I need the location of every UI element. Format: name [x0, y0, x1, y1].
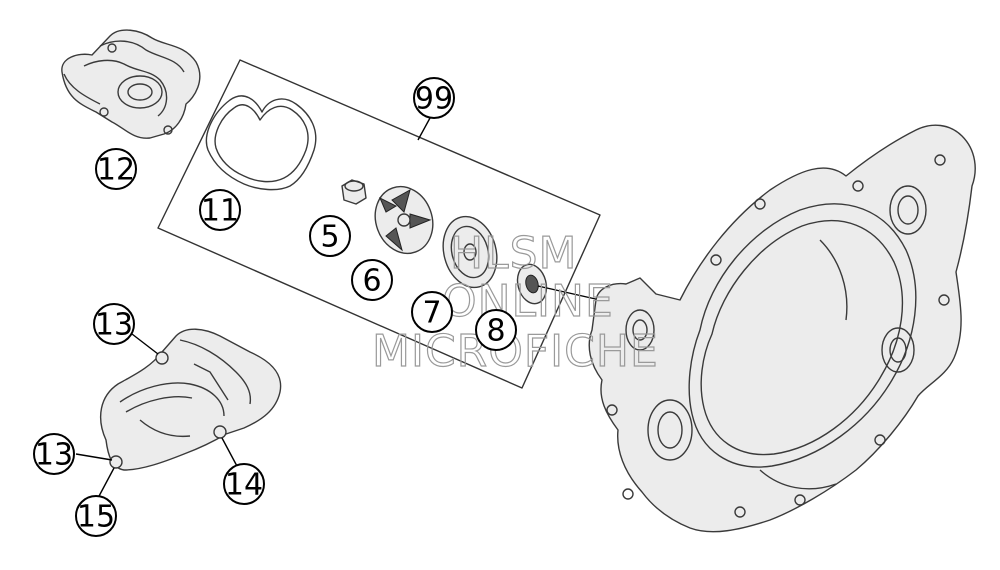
impeller-part[interactable]: [366, 178, 442, 261]
callout-12[interactable]: 12: [95, 148, 137, 190]
watermark-line2: ONLINE: [442, 276, 614, 327]
callout-5[interactable]: 5: [309, 215, 351, 257]
callout-15[interactable]: 15: [75, 495, 117, 537]
leader-13b: [75, 453, 113, 461]
callout-5-label: 5: [320, 220, 339, 255]
callout-14[interactable]: 14: [223, 463, 265, 505]
callout-11-label: 11: [201, 194, 239, 229]
callout-7-label: 7: [422, 296, 441, 331]
seal-part[interactable]: [513, 261, 601, 307]
watermark-line1: HLSM: [450, 228, 578, 279]
pump-cover-part[interactable]: [61, 29, 201, 139]
callout-7[interactable]: 7: [411, 291, 453, 333]
leader-15: [97, 467, 115, 499]
leader-99: [417, 117, 431, 141]
gasket-part[interactable]: [205, 95, 317, 191]
callout-8[interactable]: 8: [475, 309, 517, 351]
shaft-disk-part[interactable]: [436, 210, 505, 293]
callout-13-lower[interactable]: 13: [33, 433, 75, 475]
water-pump-cover-part[interactable]: [99, 328, 282, 471]
callout-13-lower-label: 13: [35, 438, 73, 473]
callout-14-label: 14: [225, 468, 263, 503]
callout-13-upper[interactable]: 13: [93, 303, 135, 345]
watermark: HLSM ONLINE MICROFICHE: [371, 227, 658, 377]
nut-part[interactable]: [341, 179, 367, 205]
kit-outline: [157, 59, 601, 389]
callout-6[interactable]: 6: [351, 259, 393, 301]
callout-11[interactable]: 11: [199, 189, 241, 231]
callout-8-label: 8: [486, 314, 505, 349]
leader-13a: [131, 333, 159, 355]
callout-12-label: 12: [97, 153, 135, 188]
callout-13-upper-label: 13: [95, 308, 133, 343]
callout-6-label: 6: [362, 264, 381, 299]
clutch-cover-part: [588, 124, 976, 533]
leader-14: [221, 437, 239, 469]
callout-99[interactable]: 99: [413, 77, 455, 119]
callout-15-label: 15: [77, 500, 115, 535]
callout-99-label: 99: [415, 82, 453, 117]
